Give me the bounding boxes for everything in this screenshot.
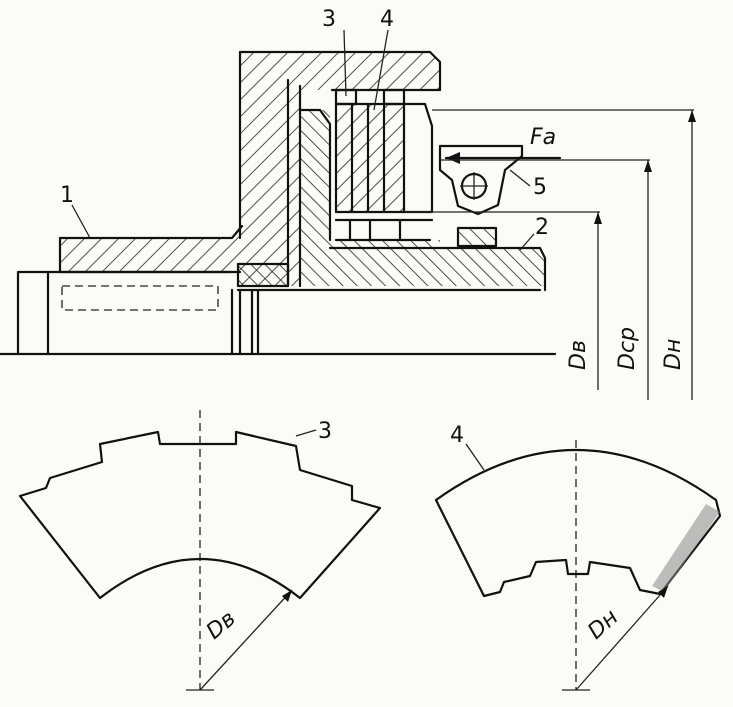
hub-part-1 [60, 230, 240, 272]
hub-part-2-outline [298, 108, 547, 292]
disk-4-outline [434, 448, 722, 598]
disk-4-view: 4 Dн [434, 423, 722, 691]
lever-base [458, 228, 496, 246]
disk-4-dim-line [575, 585, 669, 691]
disk-4-label: 4 [450, 423, 464, 448]
label-part-1: 1 [60, 183, 74, 208]
leader-5 [509, 169, 531, 187]
leader-2 [519, 233, 535, 251]
label-d-outer: Dн [661, 339, 686, 370]
dim-line-outer [432, 109, 694, 400]
disk-4-dim-label: Dн [583, 605, 623, 645]
disk-4-edge-shading [652, 504, 720, 592]
disk-3-outline [18, 430, 382, 600]
label-force: Fa [530, 125, 556, 150]
shaft-outline [16, 270, 232, 356]
disk-3-label: 3 [318, 419, 332, 444]
leader-3 [343, 29, 347, 97]
sleeve-lines [230, 288, 542, 356]
disk-stack [336, 104, 404, 212]
clutch-section: 1 2 3 4 5 Fa Dв Dср Dн [0, 7, 696, 400]
dim-arrow-mean [644, 160, 652, 172]
dim-line-mean [440, 159, 650, 400]
leader-1 [71, 204, 91, 239]
label-part-3: 3 [322, 7, 336, 32]
disk-4-tab [382, 88, 406, 106]
disk-3-leader [295, 429, 317, 437]
bushing-outline [236, 262, 290, 288]
housing-body [240, 52, 440, 286]
bushing [238, 264, 288, 286]
label-part-5: 5 [533, 175, 547, 200]
disk-4-leader [465, 443, 485, 471]
label-part-2: 2 [535, 215, 549, 240]
label-d-mean: Dср [615, 327, 640, 370]
lever-base-outline [456, 226, 498, 248]
disk-3-dim-line [199, 589, 293, 691]
leader-4 [373, 29, 389, 111]
dim-line-inner [404, 211, 600, 390]
dim-arrow-outer [688, 110, 696, 122]
disk-3-dim-label: Dв [202, 606, 241, 644]
shaft-keyway [61, 285, 219, 311]
pressure-plate [334, 102, 434, 242]
label-d-inner: Dв [566, 340, 591, 370]
label-part-4: 4 [380, 7, 394, 32]
force-arrowhead [446, 152, 460, 164]
hub-part-2 [300, 110, 545, 286]
dim-arrow-inner [594, 212, 602, 224]
disk-3-dim-arrow [282, 590, 292, 602]
hub-part-1-outline [58, 224, 244, 274]
disk-3-view: 3 Dв [18, 410, 382, 691]
lever-part-5 [438, 144, 524, 216]
disk-4-dim-arrow [658, 586, 668, 598]
